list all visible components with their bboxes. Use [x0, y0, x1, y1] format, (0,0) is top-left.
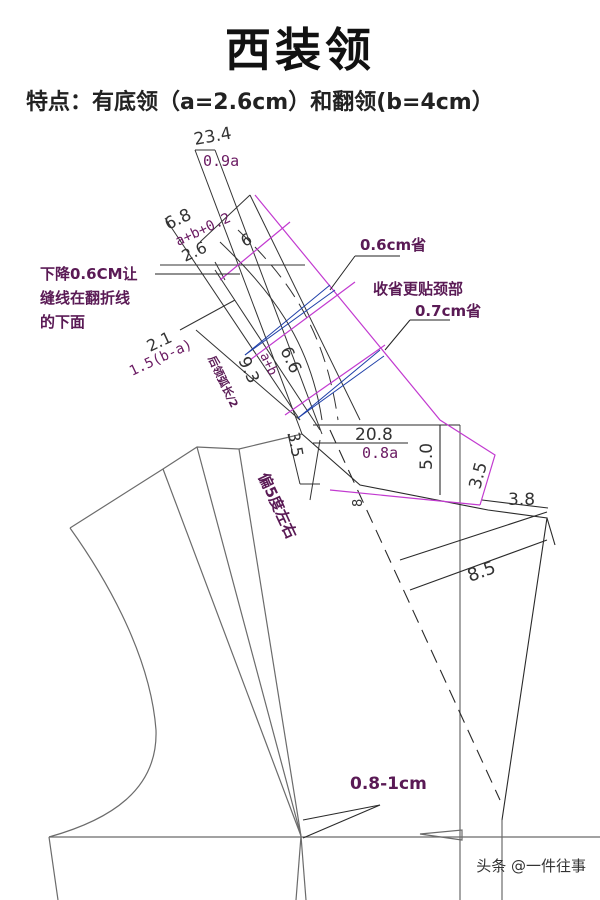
lower-seam-note-line2: 缝线在翻折线	[40, 289, 130, 307]
lower-seam-note-line3: 的下面	[40, 313, 85, 331]
dart-note-0-7cm: 0.7cm省	[415, 302, 481, 320]
dim-20-8: 20.8	[355, 425, 393, 445]
dim-6: 6	[238, 229, 255, 251]
hem-offset-note: 0.8-1cm	[350, 774, 427, 794]
dart-note-0-6cm: 0.6cm省	[360, 236, 426, 254]
upper-collar-outline	[219, 194, 496, 506]
dim-8: 8	[351, 499, 366, 507]
dim-3-5-left: 3.5	[284, 430, 307, 458]
lower-seam-note-line1: 下降0.6CM让	[40, 265, 138, 283]
dim-3-8: 3.8	[508, 490, 535, 510]
dart-fit-note: 收省更贴颈部	[373, 280, 463, 298]
dim-0-8a: 0.8a	[362, 444, 398, 462]
dim-5-0: 5.0	[417, 443, 437, 470]
dim-23-4: 23.4	[192, 124, 233, 150]
collar-construction	[160, 149, 361, 501]
diagram-subtitle: 特点：有底领（a=2.6cm）和翻领(b=4cm）	[26, 90, 494, 115]
angle-note: 偏5度左右	[254, 470, 300, 541]
dim-3-5-right: 3.5	[466, 460, 492, 491]
leader-lines	[155, 255, 450, 351]
diagram-title: 西装领	[225, 23, 375, 77]
dart-lines	[244, 284, 385, 419]
watermark: 头条 @一件往事	[476, 857, 586, 875]
front-panel-outline	[48, 425, 600, 900]
dim-0-9a: 0.9a	[203, 152, 239, 170]
lapel-lines	[301, 424, 556, 839]
dim-8-5: 8.5	[465, 557, 499, 587]
